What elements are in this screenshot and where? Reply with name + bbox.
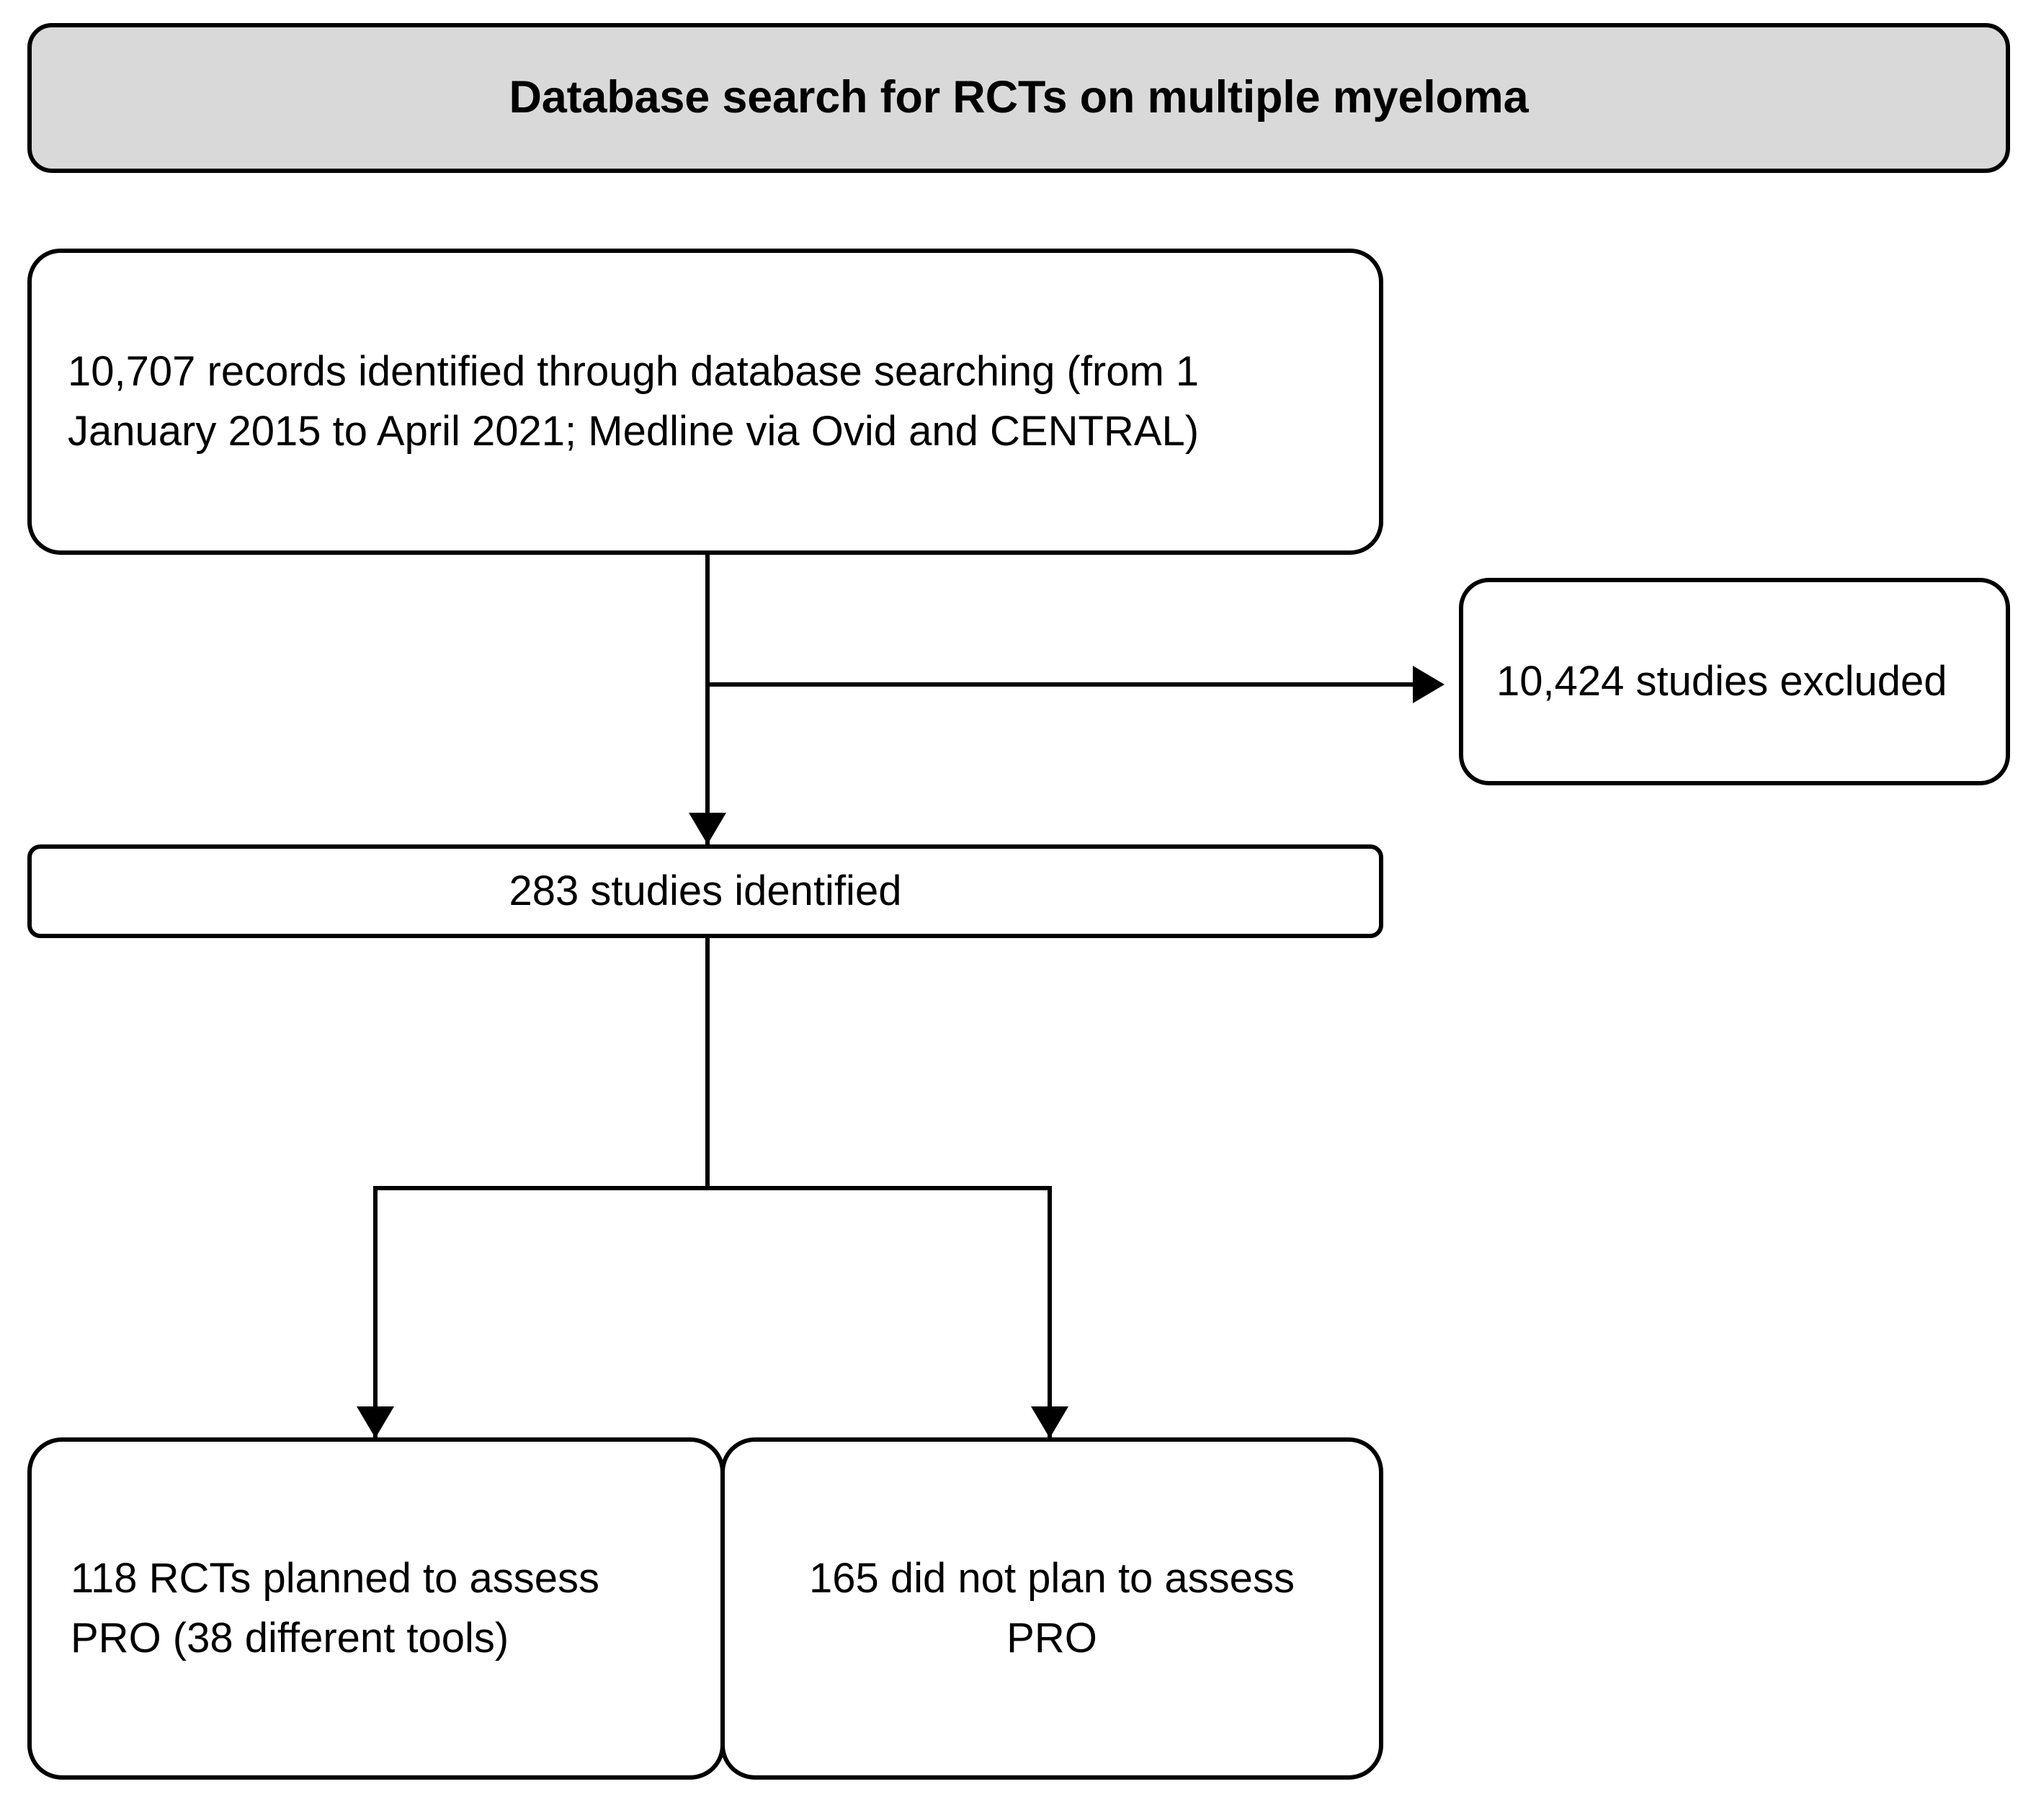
node-records-identified-label: 10,707 records identified through databa… [68, 348, 1200, 455]
connector-split-bar [373, 1186, 1052, 1190]
node-pro-planned: 118 RCTs planned to assess PRO (38 diffe… [27, 1437, 725, 1780]
node-pro-planned-label: 118 RCTs planned to assess PRO (38 diffe… [71, 1555, 600, 1661]
flowchart-title: Database search for RCTs on multiple mye… [509, 72, 1529, 123]
node-studies-identified-label: 283 studies identified [509, 867, 902, 914]
arrowhead-down-icon [689, 813, 726, 844]
node-pro-not-planned: 165 did not plan to assess PRO [720, 1437, 1383, 1780]
node-studies-identified: 283 studies identified [27, 844, 1383, 938]
node-studies-excluded-label: 10,424 studies excluded [1496, 657, 1947, 705]
connector-split-right-branch [1048, 1186, 1052, 1437]
arrowhead-down-left-icon [357, 1406, 394, 1438]
arrowhead-down-right-icon [1031, 1406, 1068, 1438]
connector-identified-stem [705, 938, 710, 1188]
flowchart-title-banner: Database search for RCTs on multiple mye… [27, 23, 2010, 173]
node-records-identified: 10,707 records identified through databa… [27, 249, 1383, 555]
connector-split-left-branch [373, 1186, 378, 1437]
connector-records-to-identified [705, 555, 710, 844]
node-pro-not-planned-label: 165 did not plan to assess PRO [809, 1555, 1295, 1661]
arrowhead-right-icon [1413, 666, 1445, 703]
node-studies-excluded: 10,424 studies excluded [1459, 578, 2010, 785]
connector-records-to-excluded [705, 682, 1413, 687]
